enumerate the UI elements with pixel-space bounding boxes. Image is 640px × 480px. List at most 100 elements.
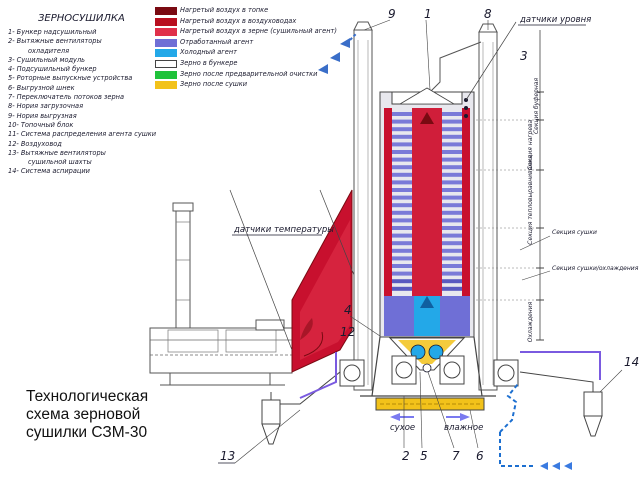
legend-title: ЗЕРНОСУШИЛКА — [38, 13, 125, 24]
air-duct-left — [392, 226, 412, 230]
air-duct-right — [442, 195, 462, 200]
air-duct-right — [442, 134, 462, 139]
color-swatch — [155, 70, 177, 79]
air-duct-right — [442, 127, 462, 132]
component-legend-item: 9- Нория выгрузная — [8, 111, 77, 120]
color-legend-label: Нагретый воздух в зерне (сушильный агент… — [180, 27, 337, 36]
component-legend-item: 1- Бункер надсушильный — [8, 28, 97, 36]
color-legend-label: Нагретый воздух в воздуховодах — [180, 16, 297, 25]
temperature-sensors-label: датчики температуры — [233, 225, 334, 235]
air-duct-right — [442, 210, 462, 215]
component-legend-item: 5- Роторные выпускные устройства — [8, 74, 133, 83]
air-duct-left — [392, 233, 412, 238]
elevator-9 — [353, 21, 373, 391]
air-duct-right — [442, 256, 462, 261]
num-14: 14 — [624, 355, 639, 369]
grain-input-path — [499, 383, 572, 470]
color-swatch — [155, 28, 177, 37]
wet-label: влажное — [444, 423, 483, 433]
air-duct-left — [392, 241, 412, 246]
air-duct-left — [392, 256, 412, 261]
num-2: 2 — [402, 449, 410, 463]
color-legend-label: Холодный агент — [180, 48, 237, 57]
air-duct-right — [442, 271, 462, 276]
air-duct-left — [392, 165, 412, 170]
air-duct-right — [442, 226, 462, 230]
air-duct-left — [392, 172, 412, 177]
air-duct-left — [392, 157, 412, 162]
caption-line: сушилки СЗМ-30 — [26, 424, 148, 441]
elevator-8 — [429, 23, 498, 391]
num-5: 5 — [420, 449, 428, 463]
air-duct-left — [392, 142, 412, 147]
caption: Технологическая схема зерновой сушилки С… — [26, 388, 186, 442]
air-duct-right — [442, 172, 462, 177]
air-duct-left — [392, 210, 412, 215]
component-legend-item: 13- Вытяжные вентиляторы — [8, 148, 106, 157]
component-legend-item: 10- Топочный блок — [8, 120, 74, 129]
unloading-screw — [375, 397, 485, 421]
component-legend-item: 11- Система распределения агента сушки — [8, 130, 157, 139]
color-legend-label: Зерно после предварительной очистки — [180, 69, 318, 78]
air-duct-left — [392, 286, 412, 291]
num-8: 8 — [484, 7, 492, 21]
color-legend-label: Зерно после сушки — [180, 80, 248, 89]
air-duct-left — [392, 264, 412, 268]
air-duct-right — [442, 218, 462, 223]
color-swatch — [155, 17, 177, 26]
air-duct-left — [392, 119, 412, 124]
component-legend-item: 2- Вытяжные вентиляторы — [8, 37, 102, 46]
air-duct-left — [392, 195, 412, 200]
color-legend-label: Зерно в бункере — [180, 59, 238, 67]
air-duct-left — [392, 218, 412, 223]
component-legend-item: 4- Подсушильный бункер — [8, 65, 97, 74]
num-1: 1 — [424, 7, 432, 21]
air-duct-right — [442, 203, 462, 208]
color-legend-label: Нагретый воздух в топке — [180, 6, 269, 14]
exhaust-fans — [339, 355, 519, 387]
component-legend-item: 14- Система аспирации — [8, 167, 90, 176]
color-swatch — [155, 7, 177, 15]
section-drying-cooling-label: Секция сушки/охлаждения — [552, 265, 639, 272]
num-12: 12 — [340, 325, 355, 339]
num-3: 3 — [520, 49, 528, 63]
num-6: 6 — [476, 449, 484, 463]
component-legend-item: 8- Нория загрузочная — [8, 102, 84, 111]
num-13: 13 — [220, 449, 235, 463]
num-9: 9 — [388, 7, 396, 21]
num-4: 4 — [344, 303, 352, 317]
air-duct-right — [442, 112, 462, 116]
section-equalize-label: Секция тепловыравнивания — [527, 155, 534, 245]
section-heating-label: Секция нагрева — [527, 119, 534, 170]
aspiration-line — [299, 351, 601, 399]
color-swatch — [155, 49, 177, 58]
air-duct-left — [392, 150, 412, 154]
air-duct — [229, 189, 361, 373]
level-sensors-label: датчики уровня — [519, 15, 591, 25]
air-duct-right — [442, 286, 462, 291]
caption-line: схема зерновой — [26, 406, 141, 423]
dry-label: сухое — [390, 423, 415, 433]
air-duct-left — [392, 248, 412, 253]
component-legend-item: охладителя — [28, 46, 70, 55]
air-duct-left — [392, 180, 412, 185]
grain-output-arrows — [318, 33, 357, 74]
air-duct-right — [442, 119, 462, 124]
air-duct-left — [392, 127, 412, 132]
air-duct-right — [442, 241, 462, 246]
air-duct-right — [442, 264, 462, 268]
component-legend-item: 12- Воздуховод — [8, 139, 62, 148]
component-legend-item: сушильной шахты — [28, 158, 92, 167]
air-duct-right — [442, 233, 462, 238]
air-duct-right — [442, 142, 462, 147]
color-swatch — [155, 81, 177, 90]
num-7: 7 — [452, 449, 460, 463]
component-legend-item: 7- Переключатель потоков зерна — [8, 93, 125, 102]
section-buffer-label: Секция буферная — [533, 78, 540, 134]
cyclone-left — [261, 371, 341, 445]
air-duct-left — [392, 279, 412, 284]
air-duct-right — [442, 279, 462, 284]
air-duct-left — [392, 112, 412, 116]
component-legend-item: 3- Сушильный модуль — [8, 55, 86, 64]
